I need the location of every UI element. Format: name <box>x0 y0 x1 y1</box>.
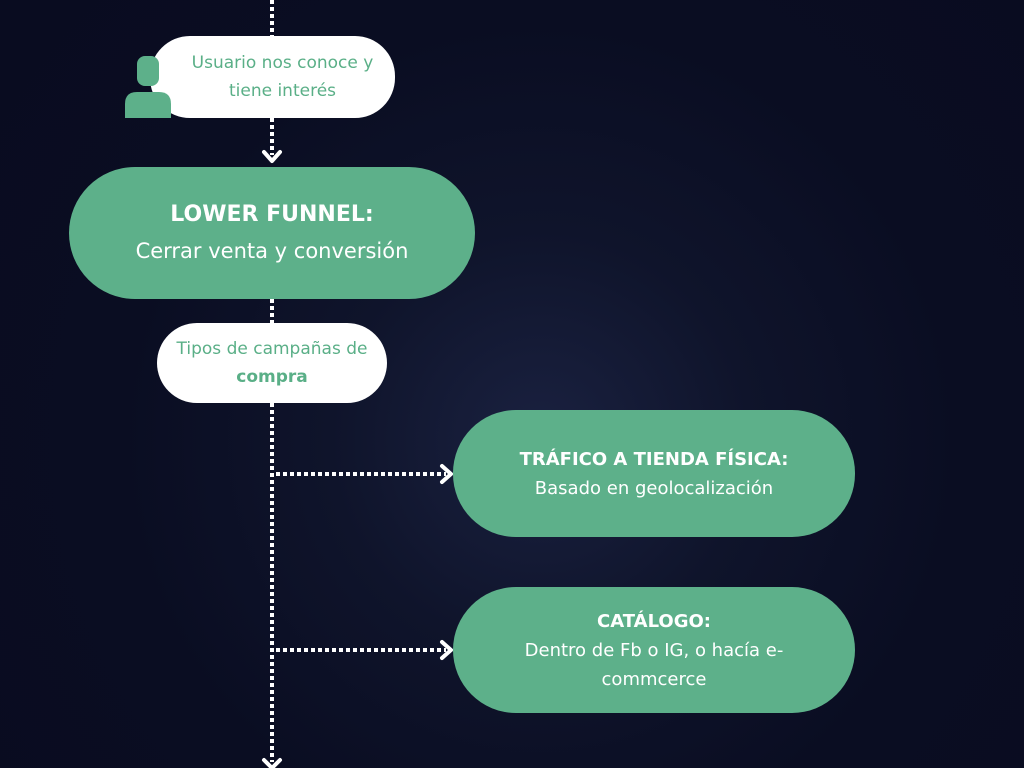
campaign-types-bold: compra <box>236 367 308 387</box>
campaign-types-text: Tipos de campañas de compra <box>172 335 372 391</box>
lower-funnel-title: LOWER FUNNEL: <box>170 202 374 227</box>
store-traffic-description: Basado en geolocalización <box>534 477 774 499</box>
store-traffic-node: TRÁFICO A TIENDA FÍSICA: Basado en geolo… <box>453 410 855 537</box>
user-icon <box>125 56 171 118</box>
store-traffic-title: TRÁFICO A TIENDA FÍSICA: <box>519 448 789 470</box>
intro-node: Usuario nos conoce y tiene interés <box>150 36 395 118</box>
campaign-types-node: Tipos de campañas de compra <box>157 323 387 403</box>
intro-text: Usuario nos conoce y tiene interés <box>191 53 374 101</box>
catalog-node: CATÁLOGO: Dentro de Fb o IG, o hacía e-c… <box>453 587 855 713</box>
arrowhead-bottom <box>262 758 282 768</box>
arrowhead-intro-to-lower <box>262 150 282 163</box>
arrowhead-catalog <box>440 640 453 660</box>
catalog-title: CATÁLOGO: <box>597 610 711 632</box>
lower-funnel-description: Cerrar venta y conversión <box>135 239 409 263</box>
catalog-description: Dentro de Fb o IG, o hacía e-commcerce <box>524 639 784 690</box>
campaign-types-prefix: Tipos de campañas de <box>176 339 368 359</box>
arrowhead-traffic <box>440 464 453 484</box>
lower-funnel-node: LOWER FUNNEL: Cerrar venta y conversión <box>69 167 475 299</box>
